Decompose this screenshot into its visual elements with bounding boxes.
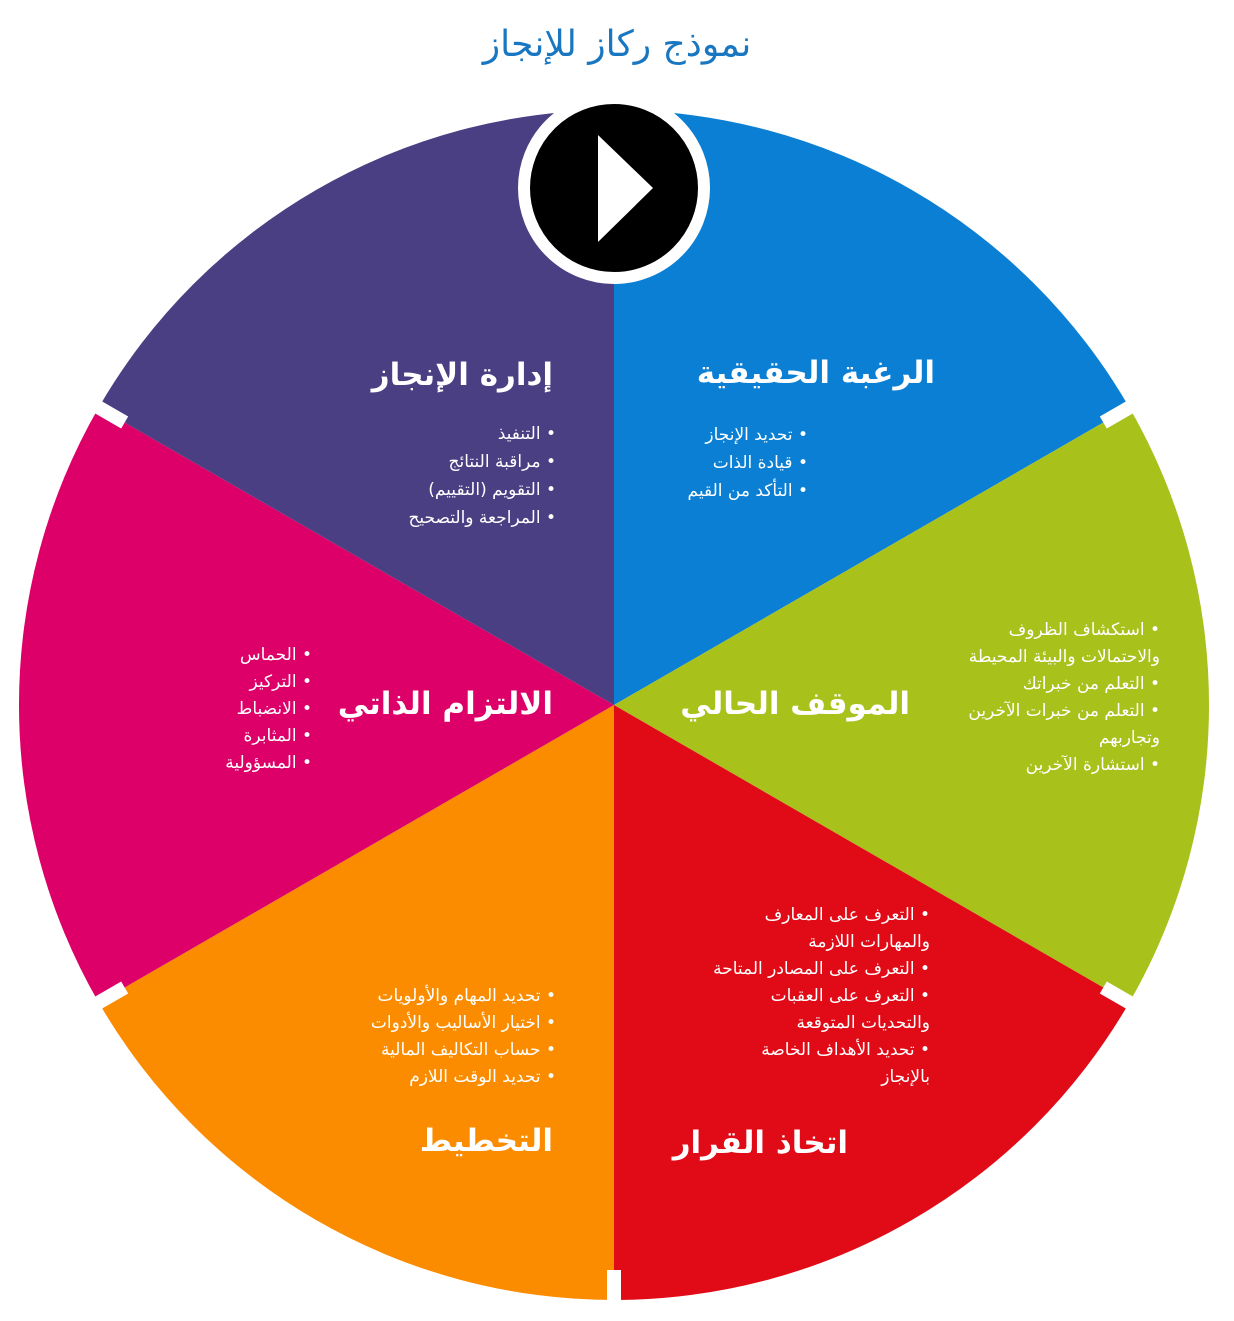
wheel-labels: الرغبة الحقيقية • تحديد الإنجاز • قيادة ال… xyxy=(225,355,1160,1161)
segment-item-decision: بالإنجاز xyxy=(880,1067,930,1087)
segment-item-situation: • استكشاف الظروف xyxy=(1009,620,1160,640)
segment-item-decision: والمهارات اللازمة xyxy=(808,932,930,952)
segment-item-situation: • التعلم من خبراتك xyxy=(1023,674,1160,694)
segment-item-situation: • استشارة الآخرين xyxy=(1026,754,1160,775)
divider-notch xyxy=(1099,395,1144,429)
segment-item-management: • مراقبة النتائج xyxy=(449,452,556,472)
segment-title-planning: التخطيط xyxy=(420,1123,553,1159)
segment-item-decision: • التعرف على المصادر المتاحة xyxy=(713,959,930,979)
segment-item-desire: • قيادة الذات xyxy=(713,453,808,473)
segment-item-decision: • التعرف على المعارف xyxy=(765,905,930,925)
segment-title-management: إدارة الإنجاز xyxy=(370,357,553,393)
segment-item-management: • المراجعة والتصحيح xyxy=(408,508,556,528)
page-title: نموذج ركاز للإنجاز xyxy=(482,24,752,65)
segment-title-situation: الموقف الحالي xyxy=(680,686,910,722)
segment-item-planning: • تحديد المهام والأولويات xyxy=(377,985,556,1006)
segment-item-decision: والتحديات المتوقعة xyxy=(796,1013,930,1033)
segment-item-situation: • التعلم من خبرات الآخرين xyxy=(968,700,1160,721)
wheel-sectors xyxy=(18,109,1210,1300)
segment-title-decision: اتخاذ القرار xyxy=(671,1125,848,1161)
play-icon[interactable] xyxy=(598,135,653,242)
segment-item-commitment: • التركيز xyxy=(249,672,312,692)
segment-item-planning: • تحديد الوقت اللازم xyxy=(409,1067,556,1087)
start-hub[interactable] xyxy=(518,92,710,284)
segment-item-desire: • التأكد من القيم xyxy=(688,478,808,501)
segment-item-decision: • التعرف على العقبات xyxy=(771,986,930,1006)
segment-item-commitment: • الانضباط xyxy=(237,699,312,719)
segment-item-commitment: • الحماس xyxy=(240,645,312,665)
sector-decision xyxy=(614,705,1130,1300)
segment-item-management: • التقويم (التقييم) xyxy=(428,480,556,500)
sector-management xyxy=(98,109,614,705)
segment-item-situation: والاحتمالات والبيئة المحيطة xyxy=(969,647,1160,667)
divider-notch xyxy=(1099,981,1144,1015)
segment-title-commitment: الالتزام الذاتي xyxy=(338,686,553,722)
segment-item-planning: • اختيار الأساليب والأدوات xyxy=(371,1012,556,1033)
segment-item-planning: • حساب التكاليف المالية xyxy=(381,1040,556,1060)
segment-item-desire: • تحديد الإنجاز xyxy=(704,425,808,445)
segment-item-decision: • تحديد الأهداف الخاصة xyxy=(761,1039,930,1060)
segment-item-management: • التنفيذ xyxy=(498,424,556,444)
sector-commitment xyxy=(18,407,615,1003)
divider-notch xyxy=(84,395,129,429)
segment-title-desire: الرغبة الحقيقية xyxy=(697,355,935,391)
sector-situation xyxy=(614,407,1210,1003)
divider-notch xyxy=(84,981,129,1015)
segment-item-commitment: • المثابرة xyxy=(244,726,313,746)
segment-item-situation: وتجاربهم xyxy=(1099,728,1160,748)
sector-planning xyxy=(98,705,614,1300)
sector-desire xyxy=(614,110,1130,705)
segment-item-commitment: • المسؤولية xyxy=(225,753,312,773)
